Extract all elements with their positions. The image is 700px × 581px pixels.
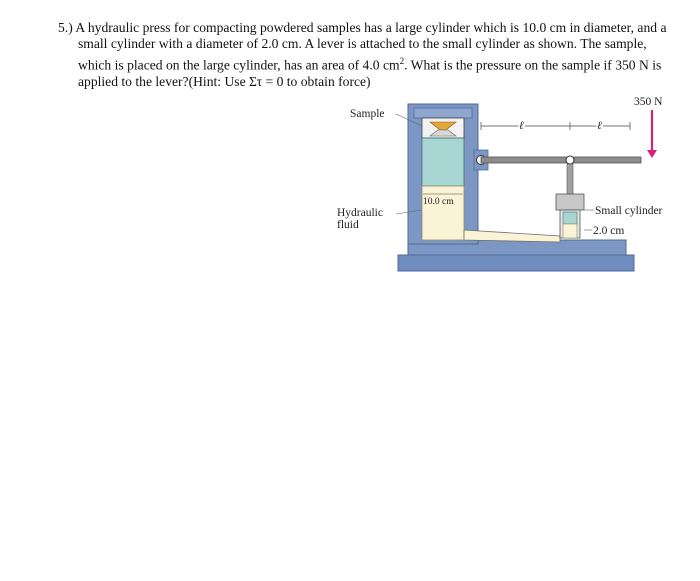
- connecting-pipe: [463, 229, 561, 243]
- large-cylinder-fluid: [421, 185, 465, 241]
- hydraulic-press-figure: Sample 350 N ℓ ℓ 10.0 cm Hydraulic fluid…: [330, 92, 680, 277]
- problem-text: 5.) A hydraulic press for compacting pow…: [58, 20, 678, 90]
- hydraulic-press-diagram: [395, 103, 657, 272]
- force-arrow-head: [647, 150, 657, 158]
- problem-number: 5.): [58, 20, 73, 35]
- problem-text-part1: A hydraulic press for compacting powdere…: [72, 20, 667, 73]
- lever-length-left-label: ℓ: [518, 120, 525, 132]
- fluid-label-line1: Hydraulic: [337, 207, 383, 219]
- sample-leader-line: [395, 113, 423, 127]
- small-piston: [562, 211, 578, 225]
- area-unit-superscript: 2: [399, 55, 405, 66]
- linkage-rod: [566, 163, 574, 195]
- lever-joint: [565, 155, 575, 165]
- sample-press-plate: [429, 129, 457, 137]
- small-cylinder-housing: [555, 193, 585, 211]
- small-cylinder-label: Small cylinder: [595, 205, 663, 217]
- problem-text-part2: . What is the pressure on the sample if …: [78, 57, 662, 89]
- frame-top-plate: [413, 107, 473, 119]
- large-piston: [421, 137, 465, 187]
- fluid-leader-line: [395, 209, 423, 215]
- small-cylinder-fluid: [562, 223, 578, 239]
- lever-arm: [480, 156, 642, 164]
- small-diameter-label: 2.0 cm: [593, 225, 625, 237]
- force-label: 350 N: [634, 96, 663, 108]
- fluid-label-line2: fluid: [337, 219, 359, 231]
- sample-label: Sample: [350, 108, 385, 120]
- large-diameter-label: 10.0 cm: [423, 197, 454, 207]
- problem-statement: 5.) A hydraulic press for compacting pow…: [58, 20, 678, 90]
- base-plate: [397, 254, 635, 272]
- lever-length-right-label: ℓ: [596, 120, 603, 132]
